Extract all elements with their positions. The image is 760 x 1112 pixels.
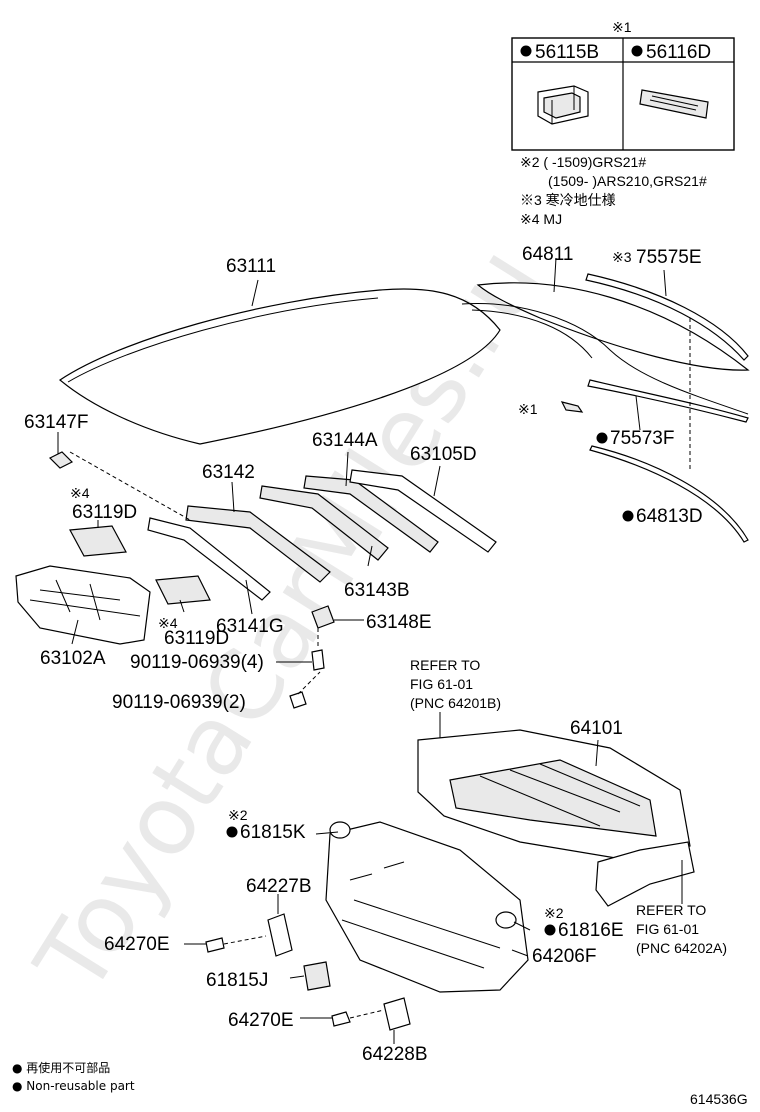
clip-56116D-drawing bbox=[639, 89, 709, 119]
part-label-63111: 63111 bbox=[226, 256, 276, 277]
refer-to-pnc-1: (PNC 64201B) bbox=[410, 695, 501, 711]
part-label-64813D: 64813D bbox=[636, 506, 703, 527]
part-label-56115B: 56115B bbox=[535, 42, 599, 63]
roof-bows-drawing bbox=[48, 432, 497, 615]
part-label-63148E: 63148E bbox=[366, 612, 432, 633]
part-label-90119-06939-2: 90119-06939(2) bbox=[112, 692, 246, 713]
part-label-61815K: 61815K bbox=[240, 822, 306, 843]
part-label-63142: 63142 bbox=[202, 462, 255, 483]
part-label-63119D-bottom: 63119D bbox=[164, 628, 229, 649]
part-label-64811: 64811 bbox=[522, 244, 573, 265]
legend-line-en: ● Non-reusable part bbox=[12, 1079, 135, 1093]
part-label-63143B: 63143B bbox=[344, 580, 410, 601]
note-line: ※2 ( -1509)GRS21# bbox=[520, 154, 646, 170]
nonreusable-dot-icon bbox=[520, 45, 532, 57]
note-line: ※4 MJ bbox=[520, 211, 562, 227]
note-box-marker: ※1 bbox=[612, 19, 632, 35]
legend-line-jp: ● 再使用不可部品 bbox=[12, 1060, 110, 1075]
notes: ※2 ( -1509)GRS21# (1509- )ARS210,GRS21# … bbox=[520, 154, 707, 227]
part-label-63144A: 63144A bbox=[312, 430, 378, 451]
part-label-64228B: 64228B bbox=[362, 1044, 428, 1065]
part-label-63102A: 63102A bbox=[40, 648, 106, 669]
part-label-61815J: 61815J bbox=[206, 970, 268, 991]
note-box: ※1 56115B 56116D bbox=[511, 19, 735, 151]
clip-56115B-drawing bbox=[537, 85, 589, 125]
marker-3: ※3 bbox=[612, 249, 632, 265]
bracket-63148E-drawing bbox=[276, 605, 364, 709]
part-label-64270E-a: 64270E bbox=[104, 934, 170, 955]
roof-panel-drawing bbox=[58, 279, 501, 445]
note-line: (1509- )ARS210,GRS21# bbox=[548, 173, 707, 189]
nonreusable-dot-icon bbox=[622, 510, 634, 522]
part-label-63141G: 63141G bbox=[216, 616, 284, 637]
marker-4: ※4 bbox=[70, 485, 90, 501]
refer-to-pnc-2: (PNC 64202A) bbox=[636, 940, 727, 956]
part-label-63119D-top: 63119D bbox=[72, 502, 137, 523]
refer-to-fig-2: FIG 61-01 bbox=[636, 921, 699, 937]
package-tray-drawing bbox=[417, 729, 695, 907]
refer-to-note-1: REFER TO bbox=[410, 657, 480, 673]
part-label-63147F: 63147F bbox=[24, 412, 88, 433]
part-label-64227B: 64227B bbox=[246, 876, 312, 897]
part-label-63105D: 63105D bbox=[410, 444, 477, 465]
refer-to-fig-1: FIG 61-01 bbox=[410, 676, 473, 692]
back-glass-drawing bbox=[461, 257, 750, 543]
nonreusable-dot-icon bbox=[631, 45, 643, 57]
part-label-64270E-b: 64270E bbox=[228, 1010, 294, 1031]
header-panel-drawing bbox=[15, 520, 211, 645]
part-label-75573F: 75573F bbox=[610, 428, 674, 449]
part-label-64101: 64101 bbox=[570, 718, 623, 739]
nonreusable-dot-icon bbox=[544, 924, 556, 936]
nonreusable-dot-icon bbox=[226, 826, 238, 838]
refer-to-note-2: REFER TO bbox=[636, 902, 706, 918]
part-label-75575E: 75575E bbox=[636, 247, 702, 268]
marker-2: ※2 bbox=[544, 905, 564, 921]
marker-1: ※1 bbox=[518, 401, 538, 417]
marker-2: ※2 bbox=[228, 807, 248, 823]
part-label-64206F: 64206F bbox=[532, 946, 596, 967]
part-label-61816E: 61816E bbox=[558, 920, 624, 941]
nonreusable-dot-icon bbox=[596, 432, 608, 444]
marker-4: ※4 bbox=[158, 615, 178, 631]
rear-bulkhead-drawing bbox=[184, 821, 531, 1044]
note-line: ※3 寒冷地仕様 bbox=[520, 192, 616, 208]
part-label-90119-06939-4: 90119-06939(4) bbox=[130, 652, 264, 673]
figure-id: 614536G bbox=[690, 1091, 748, 1107]
part-label-56116D: 56116D bbox=[646, 42, 711, 63]
